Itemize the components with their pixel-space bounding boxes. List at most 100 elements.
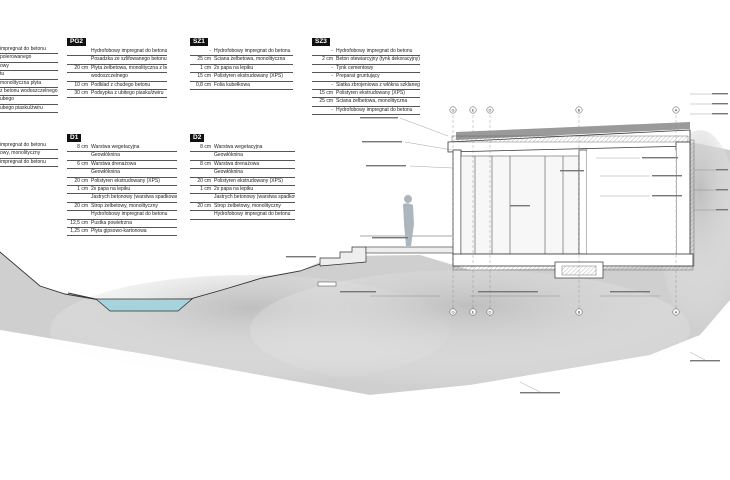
annotation-ticks: [286, 93, 728, 394]
legend-row: monolityczna płyta: [0, 80, 58, 88]
layer-label: Warstwa drenażowa: [91, 160, 137, 167]
roof-green: [456, 122, 690, 140]
layer-label: 2x papa na lepiku: [214, 185, 254, 192]
legend-tag-sz1: SZ1: [190, 38, 208, 46]
roof-insulation: [451, 135, 689, 143]
layer-thickness: 1 cm: [200, 185, 211, 192]
legend-row: Jastrych betonowy (warstwa spadkowa): [67, 194, 177, 203]
layer-thickness: 0,8 cm: [195, 81, 211, 88]
layer-thickness: 15 cm: [197, 73, 211, 80]
legend-row: impregnat do betonu: [0, 142, 58, 151]
layer-label: Ściana żelbetowa, monolityczna: [336, 98, 408, 105]
axis-marker: B: [575, 308, 583, 316]
layer-label: Polistyren ekstrudowany (XPS): [91, 177, 160, 184]
layer-thickness: 20 cm: [197, 202, 211, 209]
legend-row: z betonu wodoszczelnego: [0, 87, 58, 97]
layer-thickness: 2 cm: [322, 56, 333, 63]
legend-row: Geowłóknina: [190, 152, 295, 161]
layer-thickness: 25 cm: [197, 56, 211, 63]
axis-label: B: [578, 108, 581, 113]
layer-thickness: -: [331, 48, 333, 54]
axis-label: B: [578, 310, 581, 315]
layer-label: impregnat do betonu: [0, 158, 46, 165]
layer-label: Beton otewiarcyjny (tynk dekoracyjny): [336, 56, 420, 63]
layer-label: Geowłóknina: [214, 152, 243, 159]
layer-label: Posadzka ze szlifowanego betonu: [91, 56, 167, 63]
legend-row: wodoszczelnego: [67, 73, 167, 82]
axis-label: G: [451, 310, 454, 315]
layer-label: Hydrofobowy impregnat do betonu: [336, 48, 413, 54]
layer-thickness: [190, 211, 214, 218]
layer-label: Płyta gipsowo-kartonowa: [91, 227, 147, 234]
axis-marker: D: [486, 308, 494, 316]
layer-thickness: [67, 194, 91, 201]
layer-label: z betonu wodoszczelnego: [0, 87, 58, 94]
soil-fade: [0, 300, 730, 480]
legend-row: -Preparat gruntujący: [312, 73, 420, 82]
layer-label: Polistyren ekstrudowany (XPS): [336, 89, 405, 96]
axis-marker: G: [449, 308, 457, 316]
back-wall-xps: [689, 139, 695, 267]
layer-label: Strop żelbetowy, monolityczny: [214, 202, 281, 209]
layer-label: 2x papa na lepiku: [91, 185, 131, 192]
layer-thickness: -: [331, 81, 333, 88]
legend-row: polerowanego: [0, 54, 58, 63]
layer-thickness: -: [331, 64, 333, 71]
layer-thickness: 12,5 cm: [70, 219, 88, 226]
legend-row: owy, monolityczny: [0, 150, 58, 159]
layer-thickness: -: [209, 48, 211, 54]
layer-label: Ściana żelbetowa, monolityczna: [214, 56, 286, 63]
terrain-line: [0, 251, 101, 301]
legend-row: Geowłóknina: [67, 169, 177, 178]
layer-thickness: 1 cm: [77, 185, 88, 192]
layer-label: Warstwa drenażowa: [214, 160, 260, 167]
legend-tag-d2: D2: [190, 134, 205, 142]
layer-label: impregnat do betonu: [0, 46, 46, 52]
layer-thickness: 1,25 cm: [70, 227, 88, 234]
layer-label: Geowłóknina: [91, 169, 120, 176]
legend-row: impregnat do betonu: [0, 46, 58, 55]
layer-label: Hydrofobowy impregnat do betonu: [214, 48, 291, 54]
layer-thickness: 1 cm: [200, 64, 211, 71]
legend-row: -Tynk cementowy: [312, 64, 420, 74]
layer-thickness: 15 cm: [319, 89, 333, 96]
layer-label: Płyta żelbetowa, monolityczna z betonu: [91, 64, 167, 71]
layer-thickness: 30 cm: [74, 89, 88, 96]
layer-label: impregnat do betonu: [0, 142, 46, 148]
layer-label: Jastrych betonowy (warstwa spadkowa): [91, 194, 177, 201]
layer-label: Hydrofobowy impregnat do betonu: [336, 106, 413, 113]
interior-space: [587, 150, 676, 254]
legend-row: -Hydrofobowy impregnat do betonu: [312, 48, 420, 57]
legend-row: Hydrofobowy impregnat do betonu: [190, 211, 295, 220]
layer-thickness: [67, 48, 91, 55]
layer-thickness: 8 cm: [200, 160, 211, 167]
interior-wall: [578, 149, 588, 255]
axis-label: E: [472, 108, 475, 113]
layer-label: Podsypka z ubitego piasku/żwiru: [91, 89, 164, 96]
walkway: [365, 246, 457, 254]
layer-label: monolityczna płyta: [0, 79, 42, 86]
axis-marker: E: [469, 308, 477, 316]
axis-marker: G: [449, 106, 457, 114]
stairs: [319, 246, 367, 267]
layer-thickness: [190, 152, 214, 159]
layer-label: Polistyren ekstrudowany (XPS): [214, 177, 283, 184]
layer-label: Preparat gruntujący: [336, 73, 380, 80]
legend-row: -Hydrofobowy impregnat do betonu: [190, 48, 293, 57]
legend-row: -Hydrofobowy impregnat do betonu: [312, 106, 420, 116]
layer-label: polerowanego: [0, 54, 32, 61]
